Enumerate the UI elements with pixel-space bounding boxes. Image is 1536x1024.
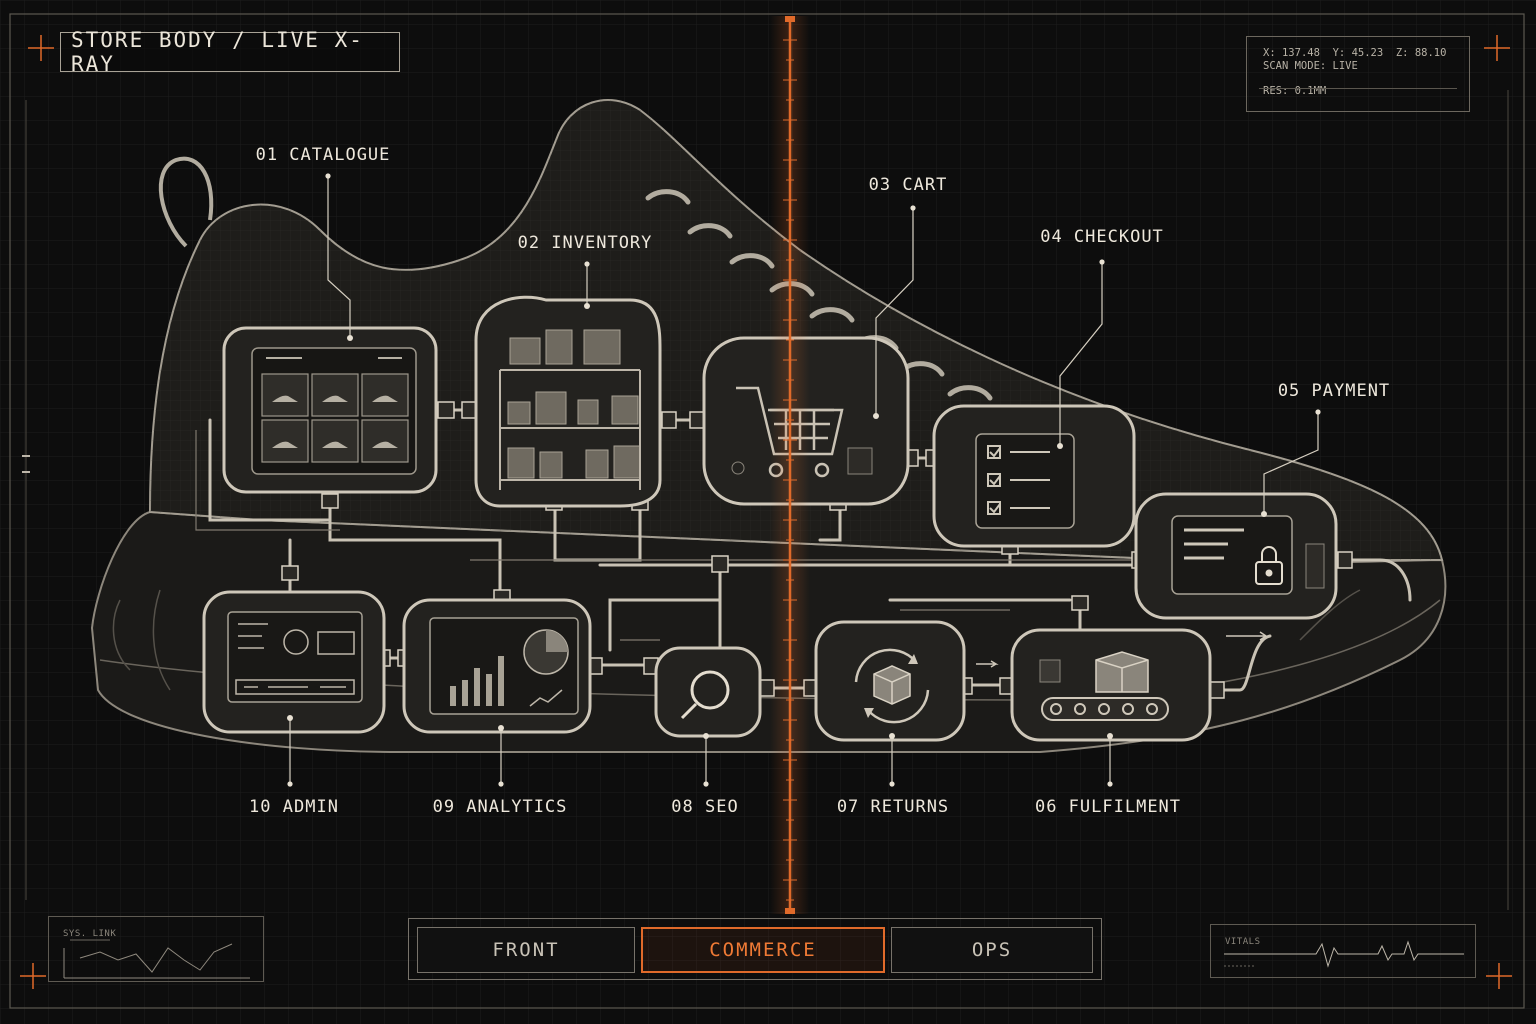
label-analytics[interactable]: 09 ANALYTICS (432, 797, 568, 817)
y-label: Y: (1332, 47, 1346, 59)
pie-chart-icon (523, 629, 569, 675)
callout-lines (289, 176, 1319, 784)
page-title-text: STORE BODY / LIVE X-RAY (71, 28, 364, 76)
heel-loop (158, 156, 214, 248)
label-checkout[interactable]: 04 CHECKOUT (1040, 227, 1164, 247)
vitals-graph (1224, 940, 1464, 968)
tab-commerce[interactable]: COMMERCE (641, 927, 885, 973)
label-cart[interactable]: 03 CART (868, 175, 948, 195)
chamber-inventory[interactable] (474, 295, 662, 508)
page-title: STORE BODY / LIVE X-RAY (60, 28, 400, 76)
z-value: 88.10 (1414, 47, 1447, 59)
y-value: 45.23 (1351, 47, 1384, 59)
scan-line[interactable] (770, 16, 810, 914)
bar-chart-icon (450, 656, 504, 706)
dashboard-icon (235, 623, 355, 695)
sys-link-title: SYS. LINK (63, 929, 117, 939)
z-label: Z: (1395, 47, 1409, 59)
conveyor-icon (1039, 651, 1169, 721)
box-icon (507, 329, 641, 479)
vitals-panel: VITALS (1210, 924, 1476, 978)
lock-icon (1255, 546, 1283, 585)
outer-frame (9, 13, 1525, 1009)
scan-mode: SCAN MODE: LIVE (1263, 60, 1358, 72)
chamber-seo[interactable] (654, 646, 762, 738)
sys-link-graph (63, 939, 250, 979)
readout-divider (1259, 88, 1457, 89)
shoe-icon (261, 373, 409, 463)
chamber-returns[interactable] (814, 620, 966, 742)
label-payment[interactable]: 05 PAYMENT (1277, 381, 1391, 401)
chamber-analytics[interactable] (402, 598, 592, 734)
label-inventory[interactable]: 02 INVENTORY (517, 233, 653, 253)
chamber-catalogue[interactable] (222, 326, 438, 494)
label-catalogue[interactable]: 01 CATALOGUE (255, 145, 391, 165)
chamber-checkout[interactable] (932, 404, 1136, 548)
sys-link-panel: SYS. LINK (48, 916, 264, 982)
edge-ticks (25, 90, 1509, 910)
tab-front[interactable]: FRONT (417, 927, 635, 973)
corner-marks (20, 35, 1512, 989)
magnifier-icon (680, 670, 730, 720)
label-seo[interactable]: 08 SEO (671, 797, 739, 817)
label-admin[interactable]: 10 ADMIN (249, 797, 339, 817)
label-returns[interactable]: 07 RETURNS (836, 797, 950, 817)
checklist-icon (987, 445, 1050, 515)
x-label: X: (1263, 47, 1276, 59)
x-value: 137.48 (1281, 47, 1320, 59)
callout-dots (287, 173, 1321, 787)
view-tabs: FRONT COMMERCE OPS (408, 918, 1102, 980)
resolution: RES: 0.1MM (1263, 85, 1327, 97)
chamber-admin[interactable] (202, 590, 386, 734)
coordinate-readout: X: 137.48 Y: 45.23 Z: 88.10 SCAN MODE: L… (1246, 36, 1470, 112)
chamber-payment[interactable] (1134, 492, 1338, 620)
tab-ops[interactable]: OPS (891, 927, 1093, 973)
chamber-fulfilment[interactable] (976, 628, 1269, 742)
coordinates-row: X: 137.48 Y: 45.23 Z: 88.10 (1263, 47, 1469, 60)
cycle-box-icon (854, 648, 930, 724)
left-markers (22, 455, 30, 473)
label-fulfilment[interactable]: 06 FULFILMENT (1034, 797, 1182, 817)
vitals-title: VITALS (1225, 937, 1261, 947)
